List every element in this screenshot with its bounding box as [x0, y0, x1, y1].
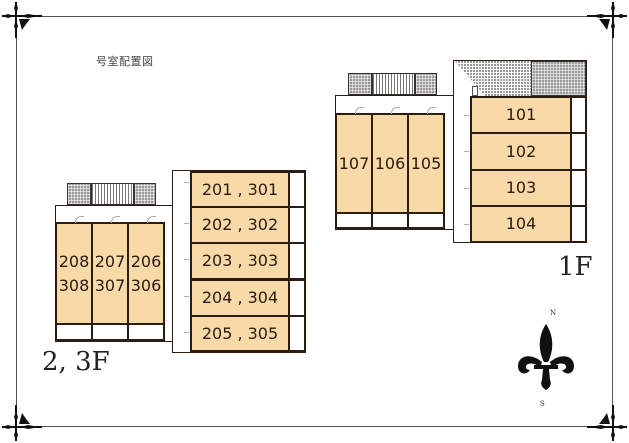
- balcony: [371, 212, 409, 229]
- door-icon: [184, 259, 189, 260]
- unit-204-304[interactable]: 204 , 304: [190, 279, 290, 317]
- balcony-hatch: [531, 61, 586, 96]
- balcony: [570, 169, 587, 207]
- frame-left: [16, 16, 17, 428]
- compass-south-label: S: [540, 400, 545, 408]
- door-icon: [391, 107, 400, 114]
- door-icon: [355, 107, 364, 114]
- balcony: [288, 279, 306, 317]
- entrance-hatch: [455, 61, 531, 96]
- diagram-title: 号室配置図: [96, 55, 154, 68]
- corner-ornament-icon: [587, 2, 627, 38]
- balcony: [288, 315, 306, 352]
- balcony: [570, 132, 587, 171]
- fleur-de-lis-icon: [518, 324, 574, 390]
- balcony: [127, 323, 165, 341]
- unit-107[interactable]: 107: [335, 113, 373, 214]
- unit-101[interactable]: 101: [470, 96, 572, 134]
- door-icon: [464, 115, 469, 116]
- balcony: [407, 212, 445, 229]
- door-icon: [464, 224, 469, 225]
- frame-top: [18, 16, 612, 17]
- floor-label-2-3f: 2, 3F: [42, 347, 110, 377]
- door-icon: [427, 107, 436, 114]
- unit-201-301[interactable]: 201 , 301: [190, 171, 290, 208]
- balcony: [55, 323, 93, 341]
- corner-ornament-icon: [2, 405, 42, 441]
- door-icon: [184, 223, 189, 224]
- unit-102[interactable]: 102: [470, 132, 572, 171]
- corner-ornament-icon: [2, 2, 42, 38]
- balcony: [570, 205, 587, 243]
- door-icon: [75, 216, 84, 223]
- balcony-hatch: [415, 73, 437, 95]
- balcony: [288, 171, 306, 208]
- unit-106[interactable]: 106: [371, 113, 409, 214]
- door-icon: [147, 216, 156, 223]
- balcony-hatch: [67, 183, 91, 205]
- corner-ornament-icon: [587, 405, 627, 441]
- corridor-join: [454, 96, 460, 229]
- unit-105[interactable]: 105: [407, 113, 445, 214]
- stairs: [91, 183, 134, 205]
- balcony: [335, 212, 373, 229]
- frame-bottom: [18, 426, 612, 427]
- unit-202-302[interactable]: 202 , 302: [190, 206, 290, 244]
- unit-203-303[interactable]: 203 , 303: [190, 242, 290, 280]
- door-icon: [111, 216, 120, 223]
- door-icon: [464, 151, 469, 152]
- unit-103[interactable]: 103: [470, 169, 572, 207]
- balcony-hatch: [134, 183, 156, 205]
- frame-right: [612, 16, 613, 428]
- stairs: [372, 73, 415, 95]
- door-icon: [184, 296, 189, 297]
- balcony: [91, 323, 129, 341]
- compass: N S: [516, 309, 576, 410]
- door-icon: [464, 188, 469, 189]
- door-icon: [184, 182, 189, 183]
- floor-label-1f: 1F: [558, 252, 593, 282]
- door-icon: [184, 332, 189, 333]
- unit-205-305[interactable]: 205 , 305: [190, 315, 290, 352]
- pillar: [472, 86, 478, 96]
- balcony: [288, 242, 306, 280]
- corridor-join: [173, 206, 179, 341]
- balcony-hatch: [348, 73, 372, 95]
- balcony: [570, 96, 587, 134]
- compass-north-label: N: [550, 309, 557, 317]
- balcony: [288, 206, 306, 244]
- unit-104[interactable]: 104: [470, 205, 572, 243]
